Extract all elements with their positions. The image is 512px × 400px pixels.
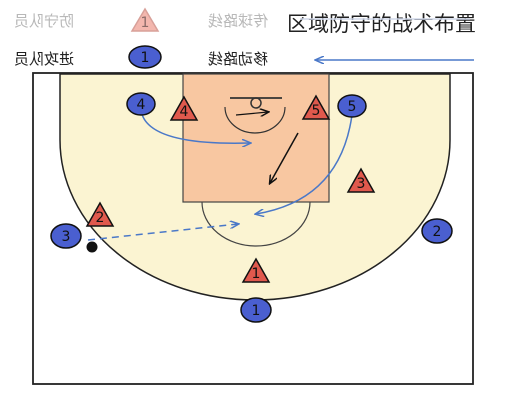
attacker-3: 3 bbox=[50, 223, 82, 249]
defender-3-label: 3 bbox=[357, 176, 366, 192]
pass-line-attacker-3 bbox=[87, 224, 238, 241]
attacker-2: 2 bbox=[421, 218, 453, 244]
paint-area bbox=[182, 73, 330, 203]
attacker-4: 4 bbox=[126, 92, 156, 116]
defender-1: 1 bbox=[241, 257, 271, 283]
defender-5-label: 5 bbox=[312, 103, 321, 119]
defender-3: 3 bbox=[346, 167, 376, 193]
defender-2: 2 bbox=[85, 201, 115, 227]
basket-rim bbox=[250, 97, 262, 109]
attacker-3-label: 3 bbox=[62, 229, 71, 245]
attacker-2-label: 2 bbox=[433, 224, 442, 240]
restricted-arc bbox=[224, 106, 286, 134]
defender-5: 5 bbox=[301, 94, 331, 120]
legend-attacker-symbol: 1 bbox=[141, 50, 150, 66]
move-line-defender-5 bbox=[270, 132, 299, 183]
attacker-5-label: 5 bbox=[348, 99, 357, 115]
defender-2-label: 2 bbox=[96, 210, 105, 226]
defender-4: 4 bbox=[169, 95, 199, 121]
attacker-1-label: 1 bbox=[252, 303, 261, 319]
free-throw-circle bbox=[201, 201, 311, 247]
attacker-1: 1 bbox=[240, 297, 272, 323]
attacker-4-label: 4 bbox=[137, 97, 146, 113]
legend-defender-icon: 1 bbox=[130, 7, 160, 32]
page-title: 区域防守的战术布置 bbox=[287, 12, 476, 36]
move-line-attacker-5 bbox=[256, 114, 353, 214]
legend-attacker-icon: 1 bbox=[128, 45, 162, 69]
defender-1-label: 1 bbox=[252, 266, 261, 282]
legend-defender-symbol: 1 bbox=[141, 15, 150, 31]
defender-4-label: 4 bbox=[180, 104, 189, 120]
move-line-defender-4 bbox=[235, 112, 268, 115]
ball bbox=[86, 241, 98, 253]
attacker-5: 5 bbox=[337, 94, 367, 118]
move-line-attacker-4 bbox=[140, 109, 250, 143]
